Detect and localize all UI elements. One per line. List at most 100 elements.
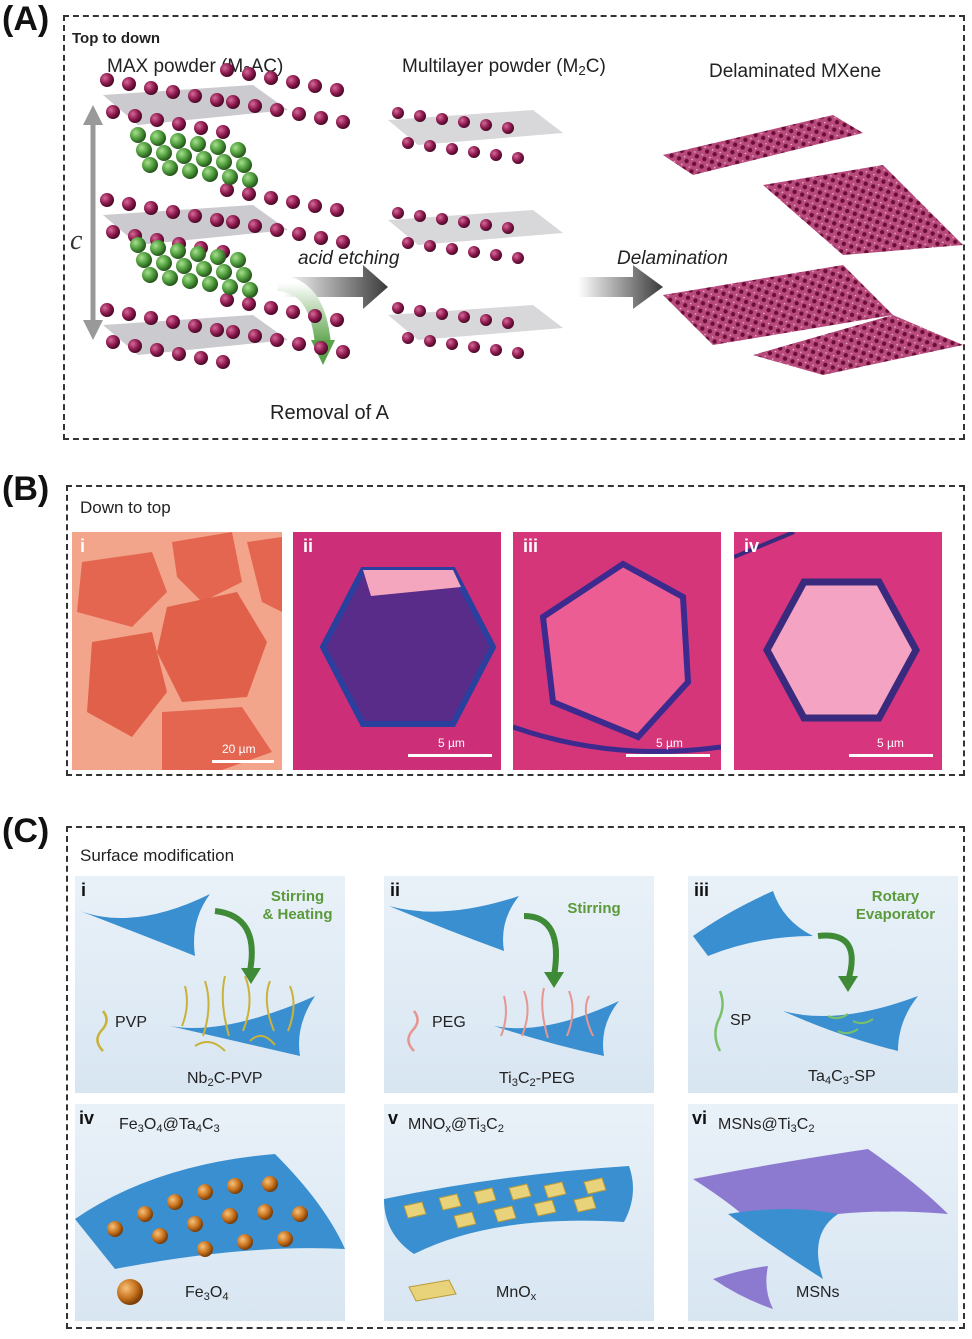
- a-atom: [196, 261, 212, 277]
- surface-tile-vi: vi MSNs@Ti3C2 MSNs: [688, 1104, 958, 1321]
- fe3o4-legend-label: Fe3O4: [185, 1284, 229, 1303]
- a-atom: [230, 142, 246, 158]
- multi-title-post: C): [585, 56, 606, 77]
- m-atom: [414, 305, 426, 317]
- m-atom: [292, 107, 306, 121]
- m-atom: [188, 319, 202, 333]
- sp-label: SP: [730, 1012, 752, 1029]
- a-atom: [130, 127, 146, 143]
- acid-etching-label: acid etching: [298, 248, 400, 269]
- max-structure: [103, 85, 288, 355]
- ti3c2-peg-label: Ti3C2-PEG: [499, 1070, 575, 1089]
- micrograph-i: i 20 µm: [72, 532, 282, 770]
- surface-tile-ii-note: Stirring: [567, 900, 621, 917]
- m-atom: [480, 219, 492, 231]
- a-atom: [190, 246, 206, 262]
- a-atom: [182, 163, 198, 179]
- surface-tile-i-art: [80, 894, 315, 1056]
- m-atom: [402, 137, 414, 149]
- micrograph-iv: iv 5 µm: [734, 532, 942, 770]
- m-atom: [308, 199, 322, 213]
- m-atom: [480, 119, 492, 131]
- m-atom: [490, 344, 502, 356]
- micrograph-i-scale-text: 20 µm: [222, 742, 256, 756]
- c-axis-label: c: [70, 225, 83, 256]
- nb-sub: 2: [207, 1076, 214, 1089]
- micrograph-ii-numeral: ii: [303, 536, 314, 556]
- surface-tile-vi-art: [693, 1149, 948, 1309]
- m-atom: [264, 301, 278, 315]
- m-atom: [166, 315, 180, 329]
- m-atom: [210, 93, 224, 107]
- a-atom: [216, 154, 232, 170]
- nb-post: C-PVP: [213, 1070, 263, 1087]
- delaminated-sheets: [663, 115, 963, 375]
- surface-tile-iv-art: [75, 1154, 345, 1305]
- micrograph-iii-scale-bar: [626, 754, 710, 757]
- m-atom: [100, 73, 114, 87]
- ta-sub1: 4: [824, 1074, 832, 1087]
- m-atom: [144, 201, 158, 215]
- m-atom: [402, 332, 414, 344]
- a-atom: [242, 282, 258, 298]
- a-atom: [156, 255, 172, 271]
- m-atom: [502, 122, 514, 134]
- m-atom: [122, 307, 136, 321]
- m-atom: [172, 347, 186, 361]
- t4-s2: 4: [156, 1122, 163, 1135]
- m-atom: [128, 109, 142, 123]
- note-i-line1: Stirring: [270, 888, 325, 905]
- surface-tile-iv-numeral: iv: [79, 1108, 95, 1128]
- panel-a-illustration: [83, 63, 963, 375]
- micrograph-iv-scale-text: 5 µm: [877, 736, 904, 750]
- m-atom: [220, 183, 234, 197]
- m-atom: [308, 309, 322, 323]
- surface-tile-iii-art: [693, 891, 918, 1052]
- note-iii-line1: Rotary: [871, 888, 920, 905]
- t4-leg-s1: 3: [203, 1290, 210, 1303]
- t4-c: @Ta: [162, 1116, 196, 1133]
- delamination-label: Delamination: [617, 248, 728, 269]
- a-atom: [142, 157, 158, 173]
- m-atom: [216, 125, 230, 139]
- m-atom: [446, 143, 458, 155]
- m-atom: [106, 335, 120, 349]
- panel-a-label: (A): [2, 0, 50, 38]
- t4-s1: 3: [137, 1122, 144, 1135]
- m-atom: [402, 237, 414, 249]
- t6-a: MSNs@Ti: [718, 1116, 791, 1133]
- m-atom: [436, 308, 448, 320]
- a-atom: [142, 267, 158, 283]
- surface-tile-ii: ii Stirring PEG Ti3C2-PEG: [384, 876, 654, 1093]
- t6-s2: 2: [808, 1122, 815, 1135]
- m-atom: [392, 302, 404, 314]
- m-atom: [286, 305, 300, 319]
- a-atom: [150, 130, 166, 146]
- t5-b: @Ti: [450, 1116, 480, 1133]
- a-atom: [150, 240, 166, 256]
- surface-tile-iii-numeral: iii: [694, 880, 710, 900]
- msns-legend-label: MSNs: [796, 1284, 840, 1301]
- a-atom: [156, 145, 172, 161]
- multilayer-structure: [388, 110, 563, 340]
- a-atom: [182, 273, 198, 289]
- m-atom: [106, 225, 120, 239]
- m-atom: [468, 146, 480, 158]
- a-atom: [176, 258, 192, 274]
- m-atom: [458, 311, 470, 323]
- m-atom: [194, 351, 208, 365]
- m-atom: [512, 252, 524, 264]
- m-atom: [144, 311, 158, 325]
- m-atom: [392, 107, 404, 119]
- m-atom: [336, 115, 350, 129]
- micrograph-iii: iii 5 µm: [513, 532, 721, 770]
- m-atom: [314, 231, 328, 245]
- m-atom: [150, 343, 164, 357]
- panel-b-frame: [66, 485, 965, 776]
- ti-post: -PEG: [535, 1070, 575, 1087]
- m-atom: [502, 222, 514, 234]
- panel-a-subtitle: Top to down: [72, 30, 161, 47]
- m-atom: [424, 240, 436, 252]
- a-atom: [210, 249, 226, 265]
- ta-post: -SP: [848, 1068, 876, 1085]
